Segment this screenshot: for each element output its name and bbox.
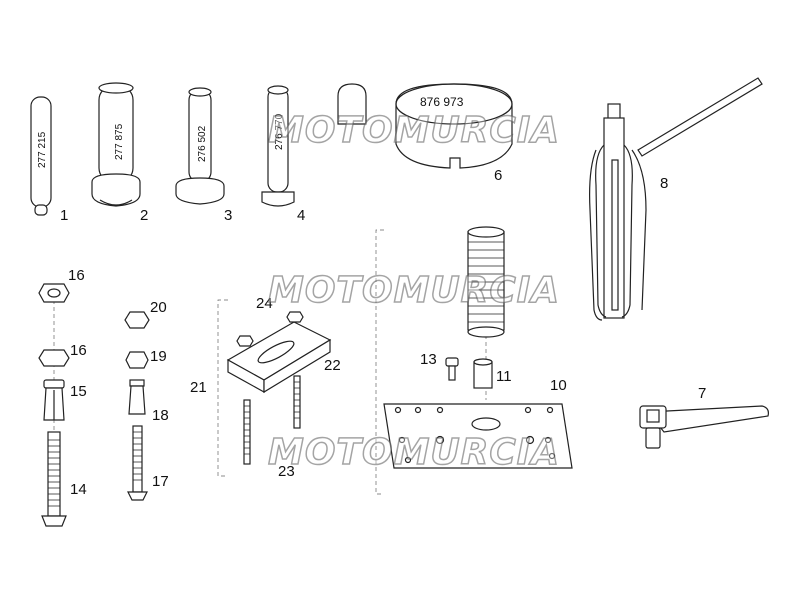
part-1-engraving: 277 215 — [37, 131, 48, 168]
threaded-sleeve — [467, 226, 505, 338]
label-19: 19 — [150, 348, 167, 365]
part-23-studs — [243, 375, 301, 465]
part-3-drift: 276 502 — [175, 87, 225, 205]
part-8-puller — [589, 77, 763, 321]
label-24: 24 — [256, 295, 273, 312]
part-21-bracket-line — [217, 299, 228, 477]
label-4: 4 — [297, 207, 305, 224]
part-labels: 1 2 3 4 6 8 16 16 15 14 20 19 18 17 21 2… — [60, 167, 706, 498]
part-15-collet — [43, 379, 65, 421]
part-18-collet — [128, 379, 146, 415]
part-4-drift: 276 770 — [261, 85, 295, 207]
part-17-bolt — [127, 425, 148, 501]
label-16-top: 16 — [68, 267, 85, 284]
watermark-middle: MOTOMURCIA — [262, 269, 560, 312]
label-23: 23 — [278, 463, 295, 480]
part-10-bracket-line — [375, 229, 384, 495]
part-11-bushing — [473, 358, 493, 389]
label-11: 11 — [496, 368, 512, 385]
label-2: 2 — [140, 207, 148, 224]
label-14: 14 — [70, 481, 87, 498]
label-22: 22 — [324, 357, 341, 374]
part-13-screw — [445, 357, 459, 381]
label-3: 3 — [224, 207, 232, 224]
cap-part — [337, 83, 367, 125]
label-17: 17 — [152, 473, 169, 490]
part-10-plate — [383, 403, 573, 469]
watermark-top: MOTOMURCIA — [262, 109, 560, 152]
watermark-text: MOTOMURCIA — [267, 431, 561, 474]
part-20-nut — [124, 311, 150, 329]
label-16-lower: 16 — [70, 342, 87, 359]
part-22-bridge — [226, 321, 332, 394]
part-3-engraving: 276 502 — [197, 125, 208, 162]
part-4-engraving: 276 770 — [274, 113, 285, 150]
part-1-pin-drift: 277 215 — [30, 96, 52, 216]
label-10: 10 — [550, 377, 567, 394]
part-14-bolt — [41, 431, 67, 527]
label-18: 18 — [152, 407, 169, 424]
label-6: 6 — [494, 167, 502, 184]
part-7-wrench — [639, 405, 769, 449]
part-6-split-ring: 876 973 — [395, 83, 513, 169]
label-13: 13 — [420, 351, 437, 368]
part-19-nut — [125, 351, 149, 369]
part-6-engraving: 876 973 — [420, 95, 464, 109]
label-15: 15 — [70, 383, 87, 400]
watermark-text: MOTOMURCIA — [267, 269, 561, 312]
part-2-engraving: 277 875 — [114, 123, 125, 160]
part-16-nut-top — [38, 283, 70, 303]
label-21: 21 — [190, 379, 207, 396]
watermark-bottom: MOTOMURCIA — [262, 431, 560, 474]
label-8: 8 — [660, 175, 668, 192]
part-24-nuts — [236, 311, 304, 347]
label-7: 7 — [698, 385, 706, 402]
label-20: 20 — [150, 299, 167, 316]
part-2-drift: 277 875 — [91, 82, 141, 207]
watermark-text: MOTOMURCIA — [267, 109, 561, 152]
label-1: 1 — [60, 207, 68, 224]
part-16-nut-lower — [38, 349, 70, 367]
